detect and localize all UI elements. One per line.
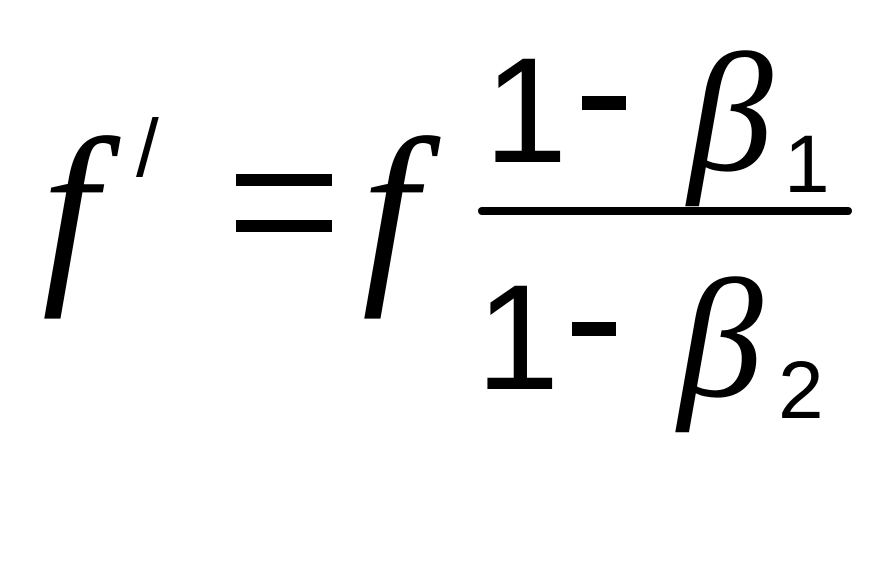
numerator-beta: β — [688, 19, 773, 207]
numerator-minus-sign — [582, 96, 626, 110]
lhs-f-symbol: f — [42, 99, 98, 320]
denominator-beta: β — [678, 245, 763, 433]
fraction-bar — [478, 207, 852, 215]
denominator-subscript: 2 — [778, 345, 824, 436]
prime-mark: / — [136, 103, 159, 194]
numerator-one: 1 — [484, 26, 568, 194]
denominator-minus-sign — [572, 322, 616, 336]
equals-sign-top-bar — [236, 174, 332, 186]
denominator-one: 1 — [476, 253, 560, 421]
equals-sign-bottom-bar — [236, 220, 332, 232]
numerator-subscript: 1 — [784, 119, 830, 210]
rhs-f-symbol: f — [362, 99, 418, 320]
